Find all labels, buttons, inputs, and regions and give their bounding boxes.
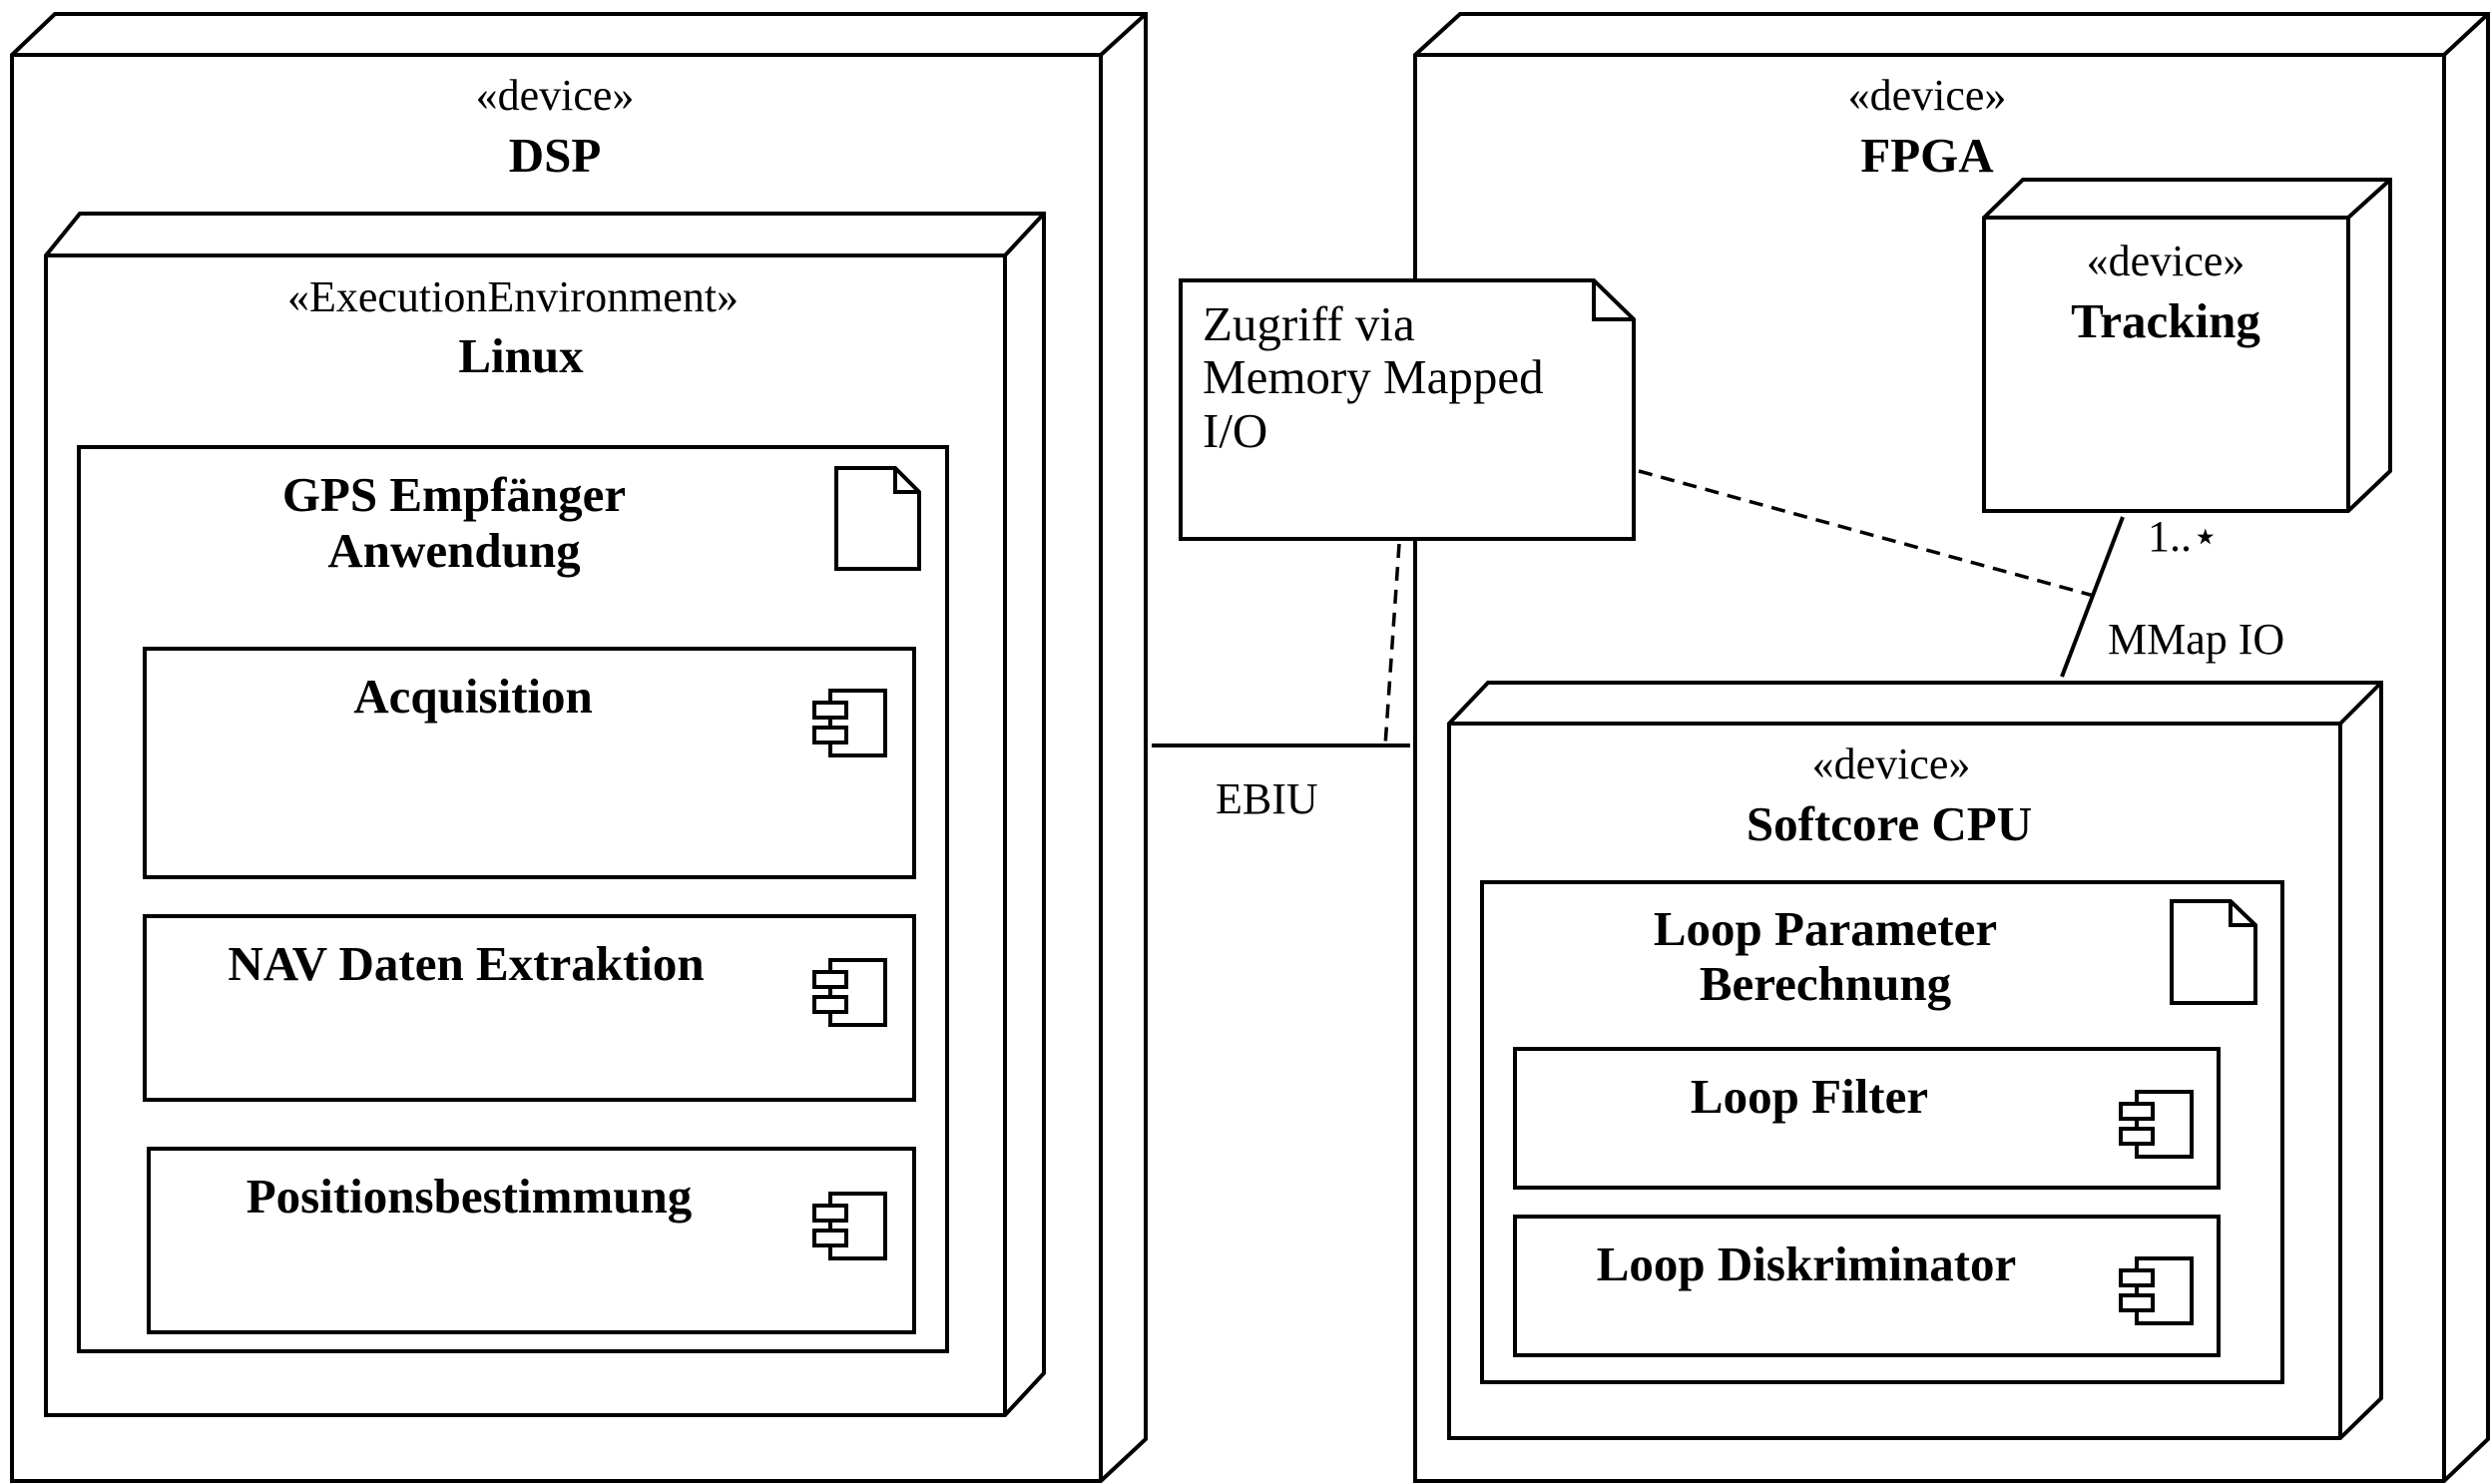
document-icon (834, 466, 921, 571)
softcore-title: Softcore CPU (1746, 796, 2032, 851)
ebiu-label: EBIU (1216, 774, 1318, 823)
tracking-title: Tracking (2071, 293, 2260, 348)
loop-parameter-artifact: Loop Parameter Berechnung Loop Filter (1480, 880, 2284, 1384)
component-acquisition: Acquisition (143, 647, 916, 879)
dsp-stereotype: «device» (476, 71, 635, 120)
gps-artifact-title-line1: GPS Empfänger (282, 467, 626, 522)
linux-title: Linux (458, 328, 584, 383)
note-anchor-mmap (1638, 469, 2095, 598)
note: Zugriff via Memory Mapped I/O (1179, 278, 1636, 541)
component-positionsbestimmung: Positionsbestimmung (147, 1147, 916, 1334)
component-nav-daten-extraktion-label: NAV Daten Extraktion (228, 936, 704, 991)
document-icon (2170, 899, 2257, 1005)
softcore-stereotype: «device» (1812, 740, 1971, 788)
multiplicity-label: 1..⋆ (2148, 512, 2220, 561)
linux-environment: «ExecutionEnvironment» Linux GPS Empfäng… (44, 212, 1046, 1417)
note-anchor-ebiu (1383, 543, 1401, 746)
note-line-2: Memory Mapped (1203, 349, 1544, 404)
linux-stereotype: «ExecutionEnvironment» (287, 272, 739, 321)
gps-artifact: GPS Empfänger Anwendung Acquisition (77, 445, 949, 1353)
softcore-cpu-device: «device» Softcore CPU Loop Parameter Ber… (1447, 681, 2383, 1440)
dsp-node: «device» DSP «ExecutionEnvironment» Linu… (10, 12, 1148, 1483)
ebiu-link: EBIU (1152, 743, 1410, 823)
loop-parameter-title-line1: Loop Parameter (1654, 901, 1997, 956)
component-icon (812, 958, 887, 1027)
fpga-node: «device» FPGA «device» Tracking «device»… (1413, 12, 2490, 1483)
component-icon (812, 689, 887, 757)
component-loop-diskriminator: Loop Diskriminator (1513, 1215, 2221, 1357)
tracking-stereotype: «device» (2087, 237, 2245, 285)
mmap-io-label: MMap IO (2108, 615, 2284, 664)
loop-parameter-title-line2: Berechnung (1700, 956, 1952, 1011)
tracking-device: «device» Tracking (1982, 178, 2392, 513)
dsp-title: DSP (509, 128, 602, 183)
component-loop-diskriminator-label: Loop Diskriminator (1597, 1237, 2017, 1291)
component-icon (812, 1192, 887, 1260)
component-loop-filter-label: Loop Filter (1691, 1069, 1928, 1124)
fpga-stereotype: «device» (1848, 71, 2007, 120)
fpga-title: FPGA (1860, 128, 1994, 183)
component-acquisition-label: Acquisition (353, 669, 593, 724)
component-loop-filter: Loop Filter (1513, 1047, 2221, 1190)
component-icon (2119, 1256, 2194, 1325)
component-icon (2119, 1090, 2194, 1159)
note-line-3: I/O (1203, 403, 1267, 458)
component-nav-daten-extraktion: NAV Daten Extraktion (143, 914, 916, 1102)
gps-artifact-title-line2: Anwendung (327, 523, 581, 578)
note-line-1: Zugriff via (1203, 296, 1415, 351)
component-positionsbestimmung-label: Positionsbestimmung (247, 1169, 693, 1224)
